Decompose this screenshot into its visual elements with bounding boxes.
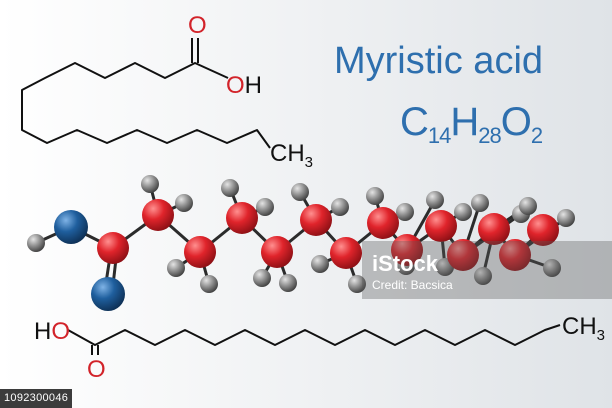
hydrogen-atom-0 (27, 234, 45, 252)
carbon-atom-30 (300, 204, 332, 236)
top-carbon-chain (21, 62, 271, 149)
hydrogen-atom-24 (543, 259, 561, 277)
top-hydroxyl-oxygen: O (226, 72, 245, 99)
hydrogen-atom-4 (200, 275, 218, 293)
formula-carbon-count: 14 (427, 123, 452, 148)
oxygen-atom-39 (54, 210, 88, 244)
watermark-credit: Credit: Bacsica (372, 278, 453, 292)
carbon-atom-34 (425, 210, 457, 242)
bottom-hydroxyl-oxygen: O (51, 318, 71, 345)
molecule-name: Myristic acid (334, 40, 544, 82)
bottom-hydroxyl-hydrogen: H (34, 318, 52, 345)
carbon-atom-37 (499, 239, 531, 271)
bottom-hydroxyl-label: HO (34, 318, 70, 346)
bottom-methyl-text: CH (562, 313, 597, 340)
hydrogen-atom-13 (366, 187, 384, 205)
carbon-atom-31 (330, 237, 362, 269)
hydrogen-atom-12 (348, 275, 366, 293)
watermark-overlay (362, 241, 612, 299)
hydrogen-atom-8 (279, 274, 297, 292)
hydrogen-atom-21 (474, 267, 492, 285)
formula-hydrogen: H (450, 100, 479, 144)
stock-code: 1092300046 (4, 392, 69, 404)
hydrogen-atom-14 (396, 203, 414, 221)
top-methyl-label: CH3 (270, 140, 313, 171)
watermark-logo: iStock (372, 251, 439, 276)
top-methyl-subscript: 3 (304, 153, 314, 171)
hydrogen-atom-10 (331, 198, 349, 216)
carbon-atom-35 (447, 239, 479, 271)
carbon-atom-32 (367, 207, 399, 239)
top-carbonyl-oxygen-label: O (188, 12, 207, 39)
oxygen-atom-40 (91, 277, 125, 311)
bottom-methyl-label: CH3 (562, 313, 605, 344)
hydrogen-atom-6 (256, 198, 274, 216)
hydrogen-atom-2 (175, 194, 193, 212)
hydrogen-atom-9 (291, 183, 309, 201)
stock-code-badge (0, 389, 72, 408)
molecular-formula: C14H28O2 (400, 100, 543, 149)
carbon-atom-25 (97, 232, 129, 264)
hydrogen-atom-11 (311, 255, 329, 273)
carbon-atom-28 (226, 202, 258, 234)
carbon-atom-26 (142, 199, 174, 231)
bottom-methyl-subscript: 3 (596, 326, 606, 344)
formula-hydrogen-count: 28 (478, 123, 502, 148)
hydrogen-atom-17 (454, 203, 472, 221)
bottom-carbonyl-oxygen-label: O (87, 356, 106, 383)
bottom-skeletal-formula (67, 324, 561, 355)
top-hydroxyl-hydrogen: H (244, 72, 263, 99)
formula-oxygen: O (500, 100, 532, 144)
hydrogen-atom-3 (167, 259, 185, 277)
top-methyl-text: CH (270, 140, 305, 167)
carbon-atom-38 (527, 214, 559, 246)
formula-carbon: C (400, 100, 429, 144)
carbon-atom-33 (391, 234, 423, 266)
hydrogen-atom-19 (471, 194, 489, 212)
hydrogen-atom-22 (519, 197, 537, 215)
top-hydroxyl-label: OH (226, 72, 262, 100)
formula-oxygen-count: 2 (530, 123, 543, 148)
hydrogen-atom-1 (141, 175, 159, 193)
carbon-atom-36 (478, 213, 510, 245)
ball-model-atoms (27, 175, 575, 311)
hydrogen-atom-5 (221, 179, 239, 197)
carbon-atom-27 (184, 236, 216, 268)
bottom-carbon-chain (67, 324, 561, 346)
top-skeletal-formula (21, 38, 271, 149)
hydrogen-atom-7 (253, 269, 271, 287)
carbon-atom-29 (261, 236, 293, 268)
hydrogen-atom-16 (426, 191, 444, 209)
hydrogen-atom-23 (557, 209, 575, 227)
